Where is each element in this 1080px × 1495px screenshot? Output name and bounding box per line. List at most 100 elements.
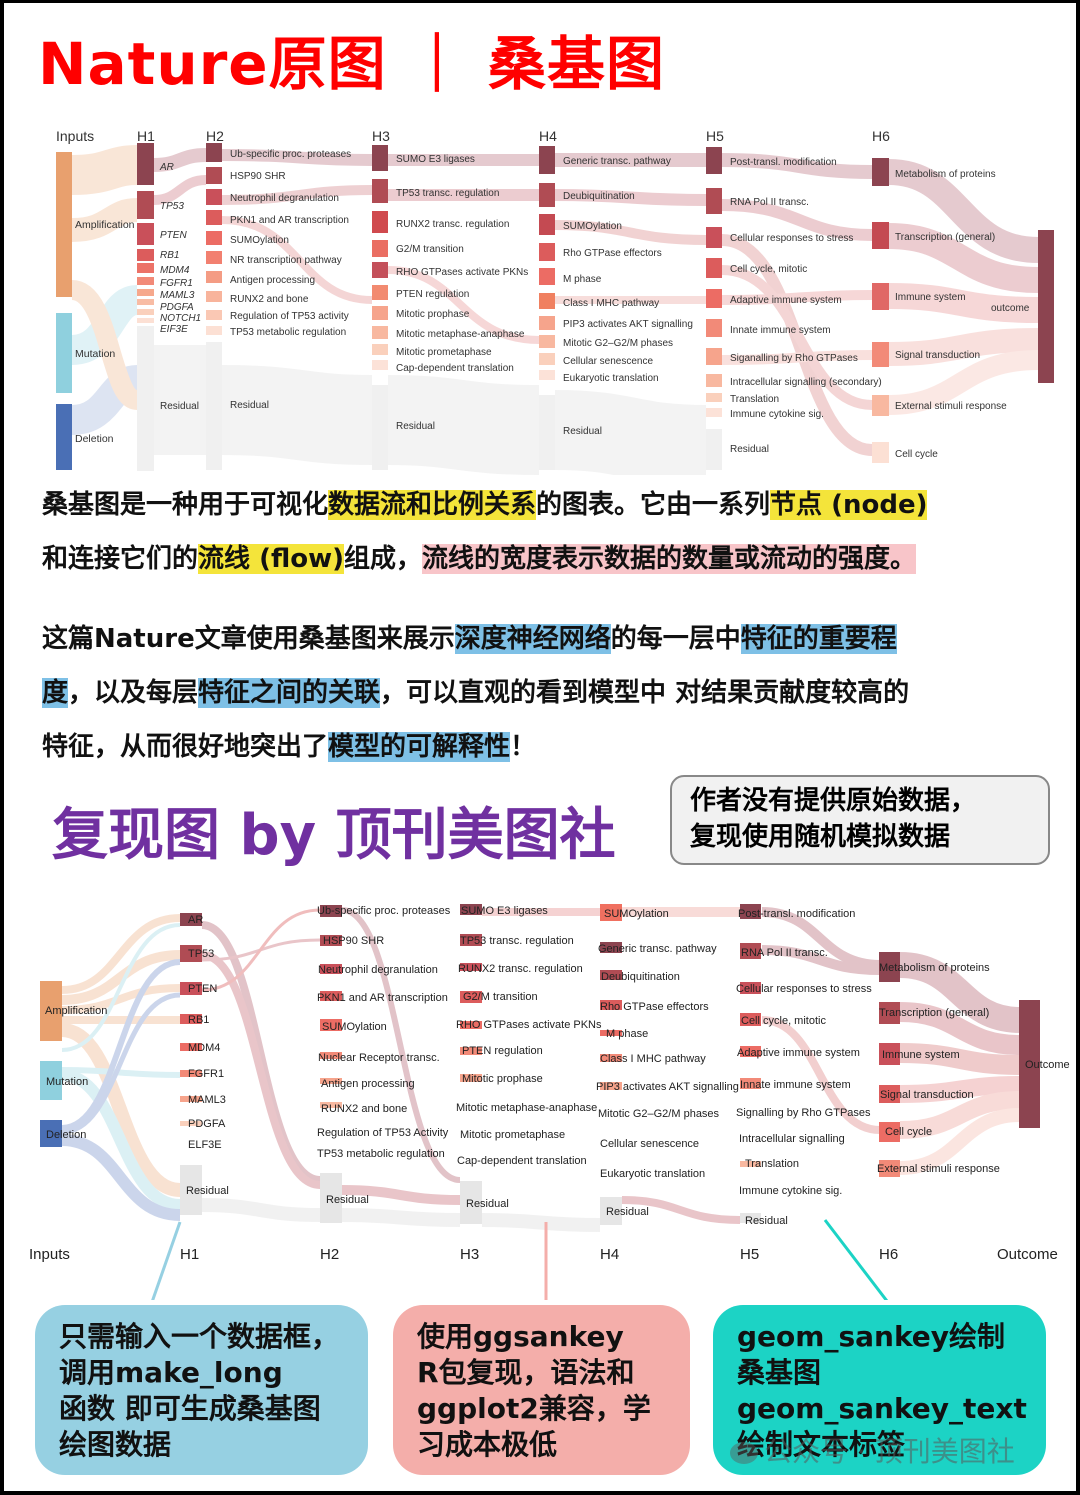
sankey-node: [600, 970, 622, 980]
node-label: Siganalling by Rho GTPases: [730, 353, 858, 364]
node-label: HSP90 SHR: [230, 171, 286, 182]
sankey-flow: [61, 1067, 181, 1078]
text-line: 的图表。它由一系列: [536, 490, 771, 520]
sankey-flow: [899, 952, 1021, 1033]
node-label: Innate immune system: [730, 325, 831, 336]
column-label: H3: [372, 128, 390, 144]
node-label: Residual: [326, 1194, 369, 1206]
text-line: 桑基图: [737, 1356, 822, 1389]
sankey-node: [320, 991, 342, 1001]
original-sankey-chart: Inputs H1 H2 H3 H4 H5 H6: [56, 128, 1054, 475]
sankey-node: [320, 1019, 342, 1031]
node-label: Neutrophil degranulation: [318, 964, 438, 976]
sankey-node: [180, 982, 202, 995]
sankey-node: [180, 1096, 202, 1102]
sankey-node: [180, 1121, 202, 1126]
sankey-flow: [481, 1213, 601, 1232]
sankey-node: [320, 905, 342, 917]
sankey-node: [539, 316, 555, 330]
node-label: Metabolism of proteins: [879, 962, 990, 974]
sankey-node: [460, 991, 482, 1003]
node-label: PIP3 activates AKT signalling: [596, 1081, 739, 1093]
node-label: Post-transl. modification: [730, 157, 837, 168]
node-label: RHO GTPases activate PKNs: [456, 1019, 602, 1031]
node-label: RUNX2 and bone: [321, 1103, 407, 1115]
node-label: PDGFA: [160, 302, 194, 313]
node-label: Mitotic prophase: [462, 1073, 543, 1085]
sankey-node: [706, 289, 722, 308]
sankey-flow: [221, 185, 373, 205]
node-label: Residual: [230, 400, 269, 411]
sankey-flow: [61, 1023, 181, 1197]
node-label: Deletion: [46, 1129, 86, 1141]
sankey-flow: [899, 1091, 1021, 1139]
sankey-node: [872, 222, 889, 249]
sankey-node: [372, 179, 388, 203]
sankey-node: [872, 395, 889, 416]
sankey-node: [137, 289, 154, 296]
node-label: RUNX2 transc. regulation: [458, 963, 583, 975]
sankey-node: [372, 211, 388, 233]
sankey-node: [740, 1013, 761, 1026]
sankey-node: [706, 348, 722, 365]
sankey-node: [872, 342, 889, 367]
text-line: 这篇Nature文章使用桑基图来展示: [42, 624, 455, 654]
sankey-flow: [153, 175, 207, 205]
sankey-node: [872, 158, 889, 186]
description-line: 特征，从而很好地突出了模型的可解释性！: [42, 720, 536, 774]
node-label: Antigen processing: [230, 275, 315, 286]
sankey-node: [40, 981, 62, 1041]
node-label: SUMOylation: [604, 908, 669, 920]
node-label: RUNX2 transc. regulation: [396, 219, 509, 230]
sankey-node: [740, 904, 761, 919]
text-line: 节点 (node): [770, 490, 928, 520]
sankey-node: [320, 1102, 342, 1108]
node-label: RHO GTPases activate PKNs: [396, 267, 528, 278]
node-label: RNA Pol II transc.: [730, 197, 809, 208]
sankey-node: [206, 189, 222, 205]
node-label: Residual: [396, 421, 435, 432]
sankey-flow: [554, 390, 707, 475]
text-line: 习成本极低: [417, 1428, 558, 1461]
sankey-node: [879, 1043, 900, 1065]
sankey-node: [320, 1078, 342, 1084]
sankey-node: [372, 344, 388, 355]
sankey-node: [706, 319, 722, 337]
node-label: Nuclear Receptor transc.: [318, 1052, 440, 1064]
sankey-node: [137, 309, 154, 315]
sankey-node: [206, 143, 222, 162]
sankey-flow: [61, 1134, 181, 1221]
node-label: Cellular responses to stress: [730, 233, 853, 244]
text-line: R包复现，语法和: [417, 1356, 635, 1389]
sankey-node: [320, 1173, 342, 1223]
sankey-node: [372, 285, 388, 300]
sankey-node: [539, 268, 555, 285]
sankey-node: [137, 223, 154, 245]
sankey-node: [872, 442, 889, 463]
sankey-node: [137, 299, 154, 305]
note-line: 作者没有提供原始数据，: [690, 786, 977, 816]
sankey-node: [740, 1078, 761, 1089]
node-label: TP53 transc. regulation: [396, 188, 499, 199]
text-line: 调用make_long: [59, 1356, 283, 1389]
node-outcome: [1019, 1000, 1040, 1128]
node-label: M phase: [606, 1028, 648, 1040]
node-label: Mitotic metaphase-anaphase: [456, 1102, 597, 1114]
node-label: SUMOylation: [322, 1021, 387, 1033]
sankey-node: [539, 183, 555, 207]
node-label: Innate immune system: [740, 1079, 851, 1091]
node-label: Rho GTPase effectors: [600, 1001, 709, 1013]
node-label: PTEN regulation: [462, 1045, 543, 1057]
node-label: H6: [879, 1246, 898, 1263]
node-label: Cell cycle: [895, 449, 938, 460]
node-label: Cell cycle, mitotic: [741, 1015, 826, 1027]
sankey-node: [600, 1082, 622, 1090]
sankey-flow: [721, 153, 873, 179]
page-title: Nature原图 ｜ 桑基图: [38, 30, 666, 98]
sankey-node: [539, 293, 555, 309]
text-line: 绘制文本标签: [737, 1428, 906, 1461]
node-label: Mitotic prometaphase: [460, 1129, 565, 1141]
node-label: NOTCH1: [160, 313, 201, 324]
sankey-flow: [221, 365, 373, 465]
